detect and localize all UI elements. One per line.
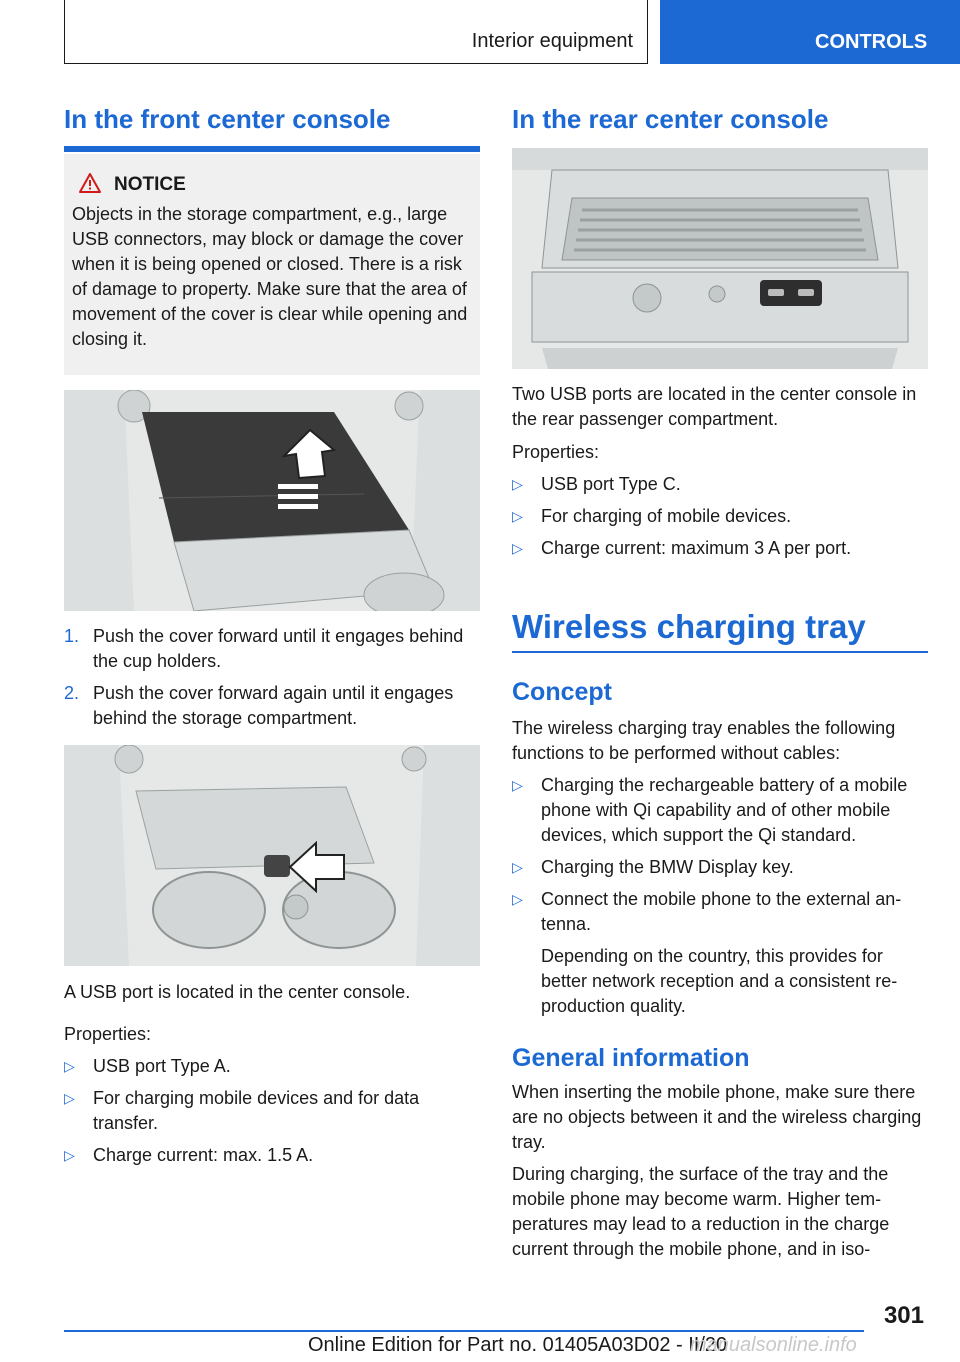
item-text: Charge current: max. 1.5 A. [93,1145,314,1165]
list-item: ▷ Charge current: maximum 3 A per port. [512,536,928,561]
triangle-bullet-icon: ▷ [512,476,523,492]
list-item: 2. Push the cover forward again until it … [64,681,480,731]
step-text: Push the cover forward until it engages … [93,626,464,671]
item-text: USB port Type C. [541,474,681,494]
notice-box: NOTICE Objects in the storage compartmen… [64,154,480,375]
console-cover-image [64,390,480,611]
left-properties-list: ▷ USB port Type A. ▷ For charging mobile d… [64,1054,480,1168]
list-item: ▷ For charging mobile devices and for dat… [64,1086,480,1136]
footer-rule [64,1330,864,1332]
triangle-bullet-icon: ▷ [64,1058,75,1074]
header-section-title: Interior equipment [471,30,633,52]
concept-heading: Concept [512,678,612,706]
triangle-bullet-icon: ▷ [512,859,523,875]
header-chapter-title: CONTROLS [815,31,928,53]
general-paragraph-2: During charging, the surface of the tray… [512,1164,890,1259]
item-text: Charging the BMW Display key. [541,857,794,877]
warning-triangle-icon [78,172,102,199]
list-item: ▷ USB port Type A. [64,1054,480,1079]
item-text: For charging mobile devices and for data… [93,1088,420,1133]
list-item: ▷ For charging of mobile devices. [512,504,928,529]
concept-subtext: Depending on the country, this provides … [541,946,898,1016]
list-item: ▷ Charging the BMW Display key. [512,855,928,880]
header-chapter-box: CONTROLS [660,0,960,64]
notice-header: NOTICE [78,172,470,198]
triangle-bullet-icon: ▷ [64,1090,75,1106]
notice-title: NOTICE [114,174,186,195]
triangle-bullet-icon: ▷ [64,1147,75,1163]
triangle-bullet-icon: ▷ [512,508,523,524]
list-item: ▷ Charging the rechargeable battery of a … [512,773,928,848]
list-item: ▷ Charge current: max. 1.5 A. [64,1143,480,1168]
item-text: Connect the mobile phone to the external… [541,889,902,934]
triangle-bullet-icon: ▷ [512,891,523,907]
triangle-bullet-icon: ▷ [512,540,523,556]
properties-label: Properties: [64,1024,152,1044]
header-section-box: Interior equipment [64,0,648,64]
notice-text: Objects in the storage compartment, e.g.… [72,204,468,349]
item-text: For charging of mobile devices. [541,506,792,526]
step-number: 1. [64,626,80,646]
item-text: USB port Type A. [93,1056,231,1076]
steps-list: 1. Push the cover forward until it engage… [64,624,480,731]
rear-console-heading: In the rear center console [512,104,829,134]
triangle-bullet-icon: ▷ [512,777,523,793]
general-info-heading: General information [512,1044,750,1072]
list-item: 1. Push the cover forward until it engage… [64,624,480,674]
list-item: ▷ Connect the mobile phone to the externa… [512,887,928,1019]
concept-text: The wireless charging tray enables the f… [512,718,896,763]
rear-intro: Two USB ports are located in the center … [512,384,917,429]
front-console-heading: In the front center console [64,104,391,134]
list-item: ▷ USB port Type C. [512,472,928,497]
usb-intro: A USB port is located in the center cons… [64,982,411,1002]
rear-usb-image [512,148,928,369]
general-paragraph-1: When inserting the mobile phone, make su… [512,1082,922,1152]
rear-properties-list: ▷ USB port Type C. ▷ For charging of mobil… [512,472,928,561]
step-number: 2. [64,683,80,703]
item-text: Charging the rechargeable battery of a m… [541,775,908,845]
section-rule [512,651,928,653]
rear-properties-label: Properties: [512,442,600,462]
step-text: Push the cover forward again until it en… [93,683,454,728]
front-usb-image [64,745,480,966]
page-number: 301 [883,1302,924,1329]
item-text: Charge current: maximum 3 A per port. [541,538,852,558]
section-title: Wireless charging tray [512,608,866,645]
footer-edition: Online Edition for Part no. 01405A03D02 … [308,1334,728,1356]
watermark: manualsonline.info [690,1334,857,1356]
concept-list: ▷ Charging the rechargeable battery of a … [512,773,928,1019]
heading-rule [64,146,480,152]
